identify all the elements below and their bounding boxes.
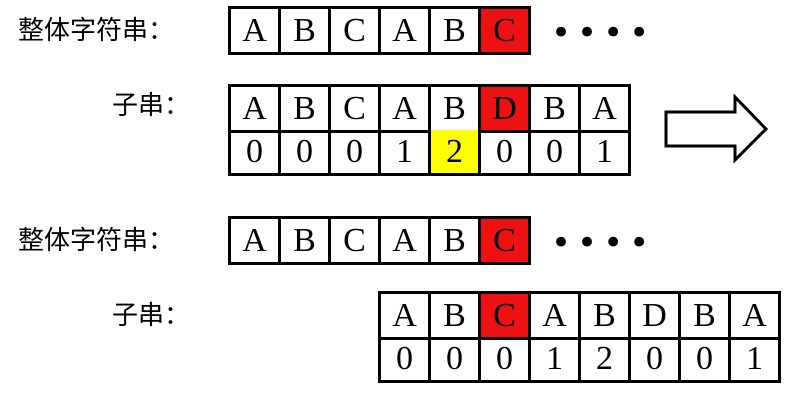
next-array-strip-2-cell-3: 1 [531, 337, 581, 383]
next-array-strip-1-cell-6: 0 [531, 130, 581, 176]
substring-label-2: 子串： [112, 301, 191, 331]
whole-string-strip-2-cell-1: B [281, 219, 331, 265]
substring-strip-2-cell-1: B [431, 294, 481, 340]
next-array-strip-1-cell-2: 0 [331, 130, 381, 176]
whole-string-strip-1-cell-3: A [381, 9, 431, 55]
continuation-dots-1: •••• [551, 13, 656, 53]
whole-string-strip-1-cell-0: A [231, 9, 281, 55]
substring-strip-2-cell-6: B [681, 294, 731, 340]
next-array-strip-1-cell-0: 0 [231, 130, 281, 176]
next-array-strip-1-cell-3: 1 [381, 130, 431, 176]
substring-strip-1-cell-0: A [231, 87, 281, 133]
continuation-dots-2: •••• [551, 223, 656, 263]
whole-string-strip-2-cell-3: A [381, 219, 431, 265]
next-array-strip-1-cell-4: 2 [431, 130, 481, 176]
substring-strip-1-cell-7: A [581, 87, 631, 133]
whole-string-label-1: 整体字符串： [18, 16, 175, 46]
substring-strip-1-cell-3: A [381, 87, 431, 133]
substring-label-1: 子串： [112, 91, 191, 121]
whole-string-strip-1-cell-1: B [281, 9, 331, 55]
whole-string-strip-2-cell-0: A [231, 219, 281, 265]
next-array-strip-1-cell-7: 1 [581, 130, 631, 176]
next-array-strip-2-cell-7: 1 [731, 337, 781, 383]
next-array-strip-1-cell-5: 0 [481, 130, 531, 176]
substring-strip-2-cell-7: A [731, 294, 781, 340]
whole-string-strip-1-cell-2: C [331, 9, 381, 55]
substring-strip-2-cell-3: A [531, 294, 581, 340]
substring-strip-2-cell-5: D [631, 294, 681, 340]
next-array-strip-2-cell-1: 0 [431, 337, 481, 383]
whole-string-strip-2-cell-4: B [431, 219, 481, 265]
next-array-strip-2-cell-6: 0 [681, 337, 731, 383]
substring-strip-2-cell-4: B [581, 294, 631, 340]
substring-strip-1-cell-1: B [281, 87, 331, 133]
substring-strip-1-cell-4: B [431, 87, 481, 133]
substring-strip-2-cell-2: C [481, 294, 531, 340]
whole-string-label-2: 整体字符串： [18, 226, 175, 256]
next-array-strip-2-cell-2: 0 [481, 337, 531, 383]
whole-string-strip-1-cell-4: B [431, 9, 481, 55]
whole-string-strip-2-cell-2: C [331, 219, 381, 265]
substring-strip-1-cell-2: C [331, 87, 381, 133]
whole-string-strip-2-cell-5: C [481, 219, 531, 265]
next-array-strip-1-cell-1: 0 [281, 130, 331, 176]
next-array-strip-2-cell-4: 2 [581, 337, 631, 383]
substring-strip-1-cell-5: D [481, 87, 531, 133]
next-array-strip-2-cell-0: 0 [381, 337, 431, 383]
right-arrow-icon [664, 94, 769, 164]
substring-strip-1-cell-6: B [531, 87, 581, 133]
substring-strip-2-cell-0: A [381, 294, 431, 340]
next-array-strip-2-cell-5: 0 [631, 337, 681, 383]
whole-string-strip-1-cell-5: C [481, 9, 531, 55]
